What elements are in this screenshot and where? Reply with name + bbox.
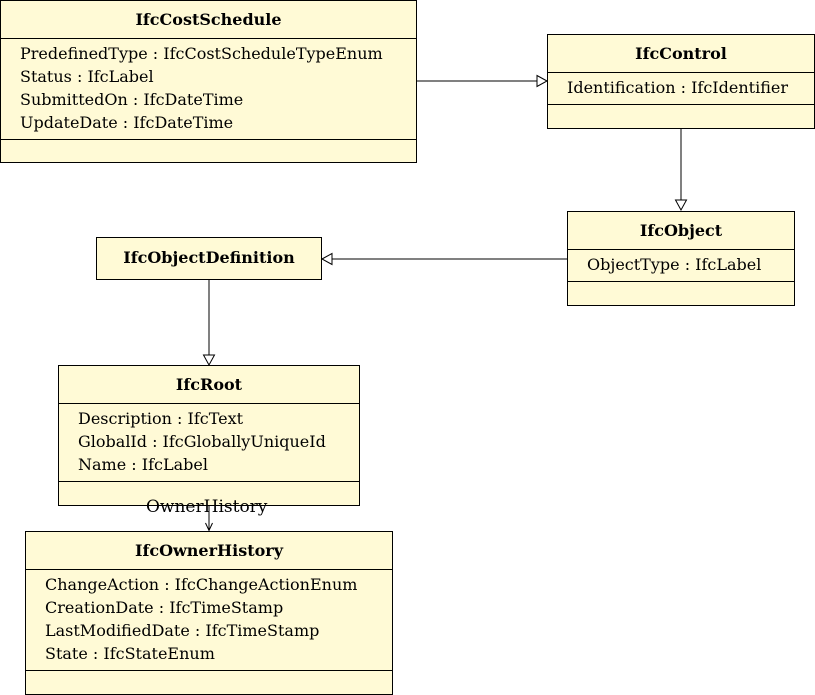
operation-compartment [568, 282, 794, 299]
hollow-arrowhead [536, 74, 549, 88]
attribute: PredefinedType : IfcCostScheduleTypeEnum [20, 44, 383, 63]
class-ifc-cost-schedule[interactable]: IfcCostSchedule PredefinedType : IfcCost… [0, 0, 417, 163]
operation-compartment [548, 105, 814, 122]
attribute: Identification : IfcIdentifier [567, 78, 788, 97]
class-ifc-owner-history[interactable]: IfcOwnerHistory ChangeAction : IfcChange… [25, 531, 393, 695]
class-ifc-root[interactable]: IfcRoot Description : IfcText GlobalId :… [58, 365, 360, 506]
attribute: Description : IfcText [78, 409, 244, 428]
attribute-compartment: ObjectType : IfcLabel [568, 250, 794, 282]
attribute-compartment: Identification : IfcIdentifier [548, 73, 814, 105]
open-arrowhead [205, 522, 213, 532]
class-name: IfcCostSchedule [1, 1, 416, 39]
class-ifc-object-definition[interactable]: IfcObjectDefinition [96, 237, 322, 280]
class-name: IfcObjectDefinition [123, 248, 295, 267]
attribute: UpdateDate : IfcDateTime [20, 113, 234, 132]
attribute: ObjectType : IfcLabel [587, 255, 762, 274]
hollow-arrowhead [674, 199, 688, 212]
attribute: ChangeAction : IfcChangeActionEnum [45, 575, 358, 594]
class-name: IfcControl [548, 35, 814, 73]
attribute-compartment: Description : IfcText GlobalId : IfcGlob… [59, 404, 359, 482]
class-name: IfcRoot [59, 366, 359, 404]
attribute: Name : IfcLabel [78, 455, 208, 474]
association-label-owner-history: OwnerHistory [146, 497, 268, 517]
attribute: GlobalId : IfcGloballyUniqueId [78, 432, 326, 451]
attribute-compartment: ChangeAction : IfcChangeActionEnum Creat… [26, 570, 392, 671]
class-ifc-control[interactable]: IfcControl Identification : IfcIdentifie… [547, 34, 815, 129]
hollow-arrowhead [320, 252, 333, 266]
operation-compartment [1, 140, 416, 157]
attribute: SubmittedOn : IfcDateTime [20, 90, 244, 109]
attribute: CreationDate : IfcTimeStamp [45, 598, 284, 617]
class-name: IfcObject [568, 212, 794, 250]
operation-compartment [26, 671, 392, 688]
hollow-arrowhead [202, 354, 216, 367]
attribute: State : IfcStateEnum [45, 644, 215, 663]
attribute: LastModifiedDate : IfcTimeStamp [45, 621, 320, 640]
attribute: Status : IfcLabel [20, 67, 154, 86]
attribute-compartment: PredefinedType : IfcCostScheduleTypeEnum… [1, 39, 416, 140]
class-name: IfcOwnerHistory [26, 532, 392, 570]
class-ifc-object[interactable]: IfcObject ObjectType : IfcLabel [567, 211, 795, 306]
